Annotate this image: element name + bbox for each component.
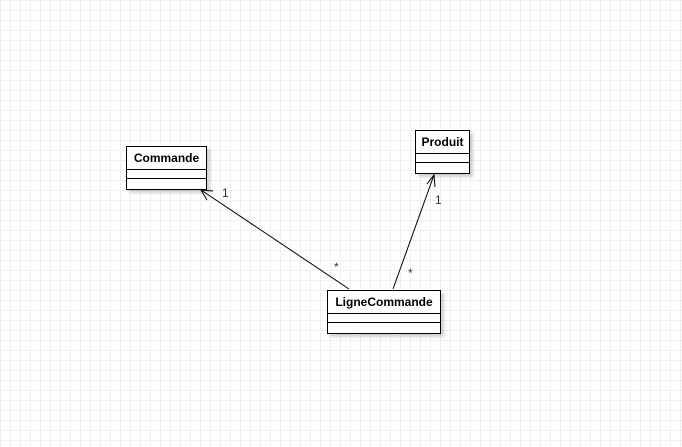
operations-compartment-produit bbox=[416, 163, 469, 171]
multiplicity-produit-end: 1 bbox=[435, 193, 442, 207]
operations-compartment-commande bbox=[127, 179, 206, 187]
attributes-compartment-commande bbox=[127, 170, 206, 179]
multiplicity-ligne-commande-end-right: * bbox=[408, 266, 413, 280]
class-produit[interactable]: Produit bbox=[415, 130, 470, 174]
arrowhead-produit-icon bbox=[426, 173, 436, 188]
association-ligne-to-produit[interactable] bbox=[392, 174, 435, 290]
class-name-ligne-commande: LigneCommande bbox=[328, 291, 440, 314]
multiplicity-ligne-commande-end-left: * bbox=[334, 260, 339, 274]
attributes-compartment-produit bbox=[416, 154, 469, 163]
arrowhead-commande-icon bbox=[200, 189, 214, 201]
class-ligne-commande[interactable]: LigneCommande bbox=[327, 290, 441, 334]
multiplicity-commande-end: 1 bbox=[222, 186, 229, 200]
class-name-produit: Produit bbox=[416, 131, 469, 154]
class-commande[interactable]: Commande bbox=[126, 146, 207, 190]
association-ligne-to-commande[interactable] bbox=[200, 189, 350, 290]
class-name-commande: Commande bbox=[127, 147, 206, 170]
attributes-compartment-ligne-commande bbox=[328, 314, 440, 323]
operations-compartment-ligne-commande bbox=[328, 323, 440, 331]
